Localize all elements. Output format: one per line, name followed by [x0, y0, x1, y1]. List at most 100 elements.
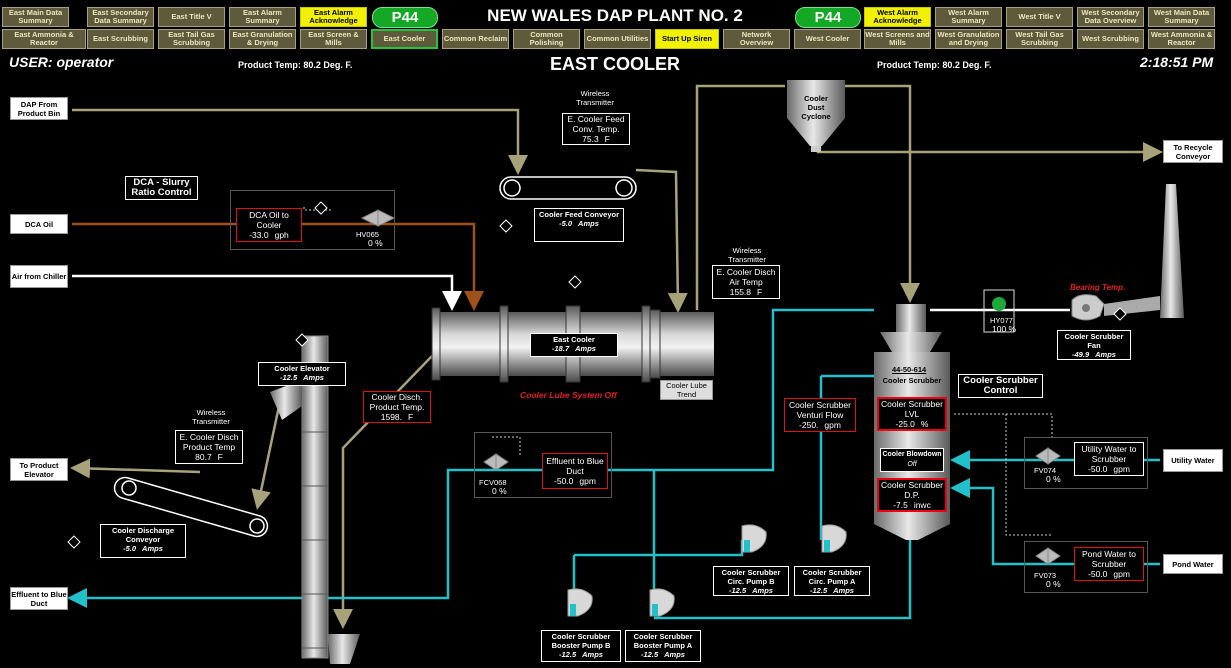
nav-network-overview[interactable]: Network Overview: [723, 29, 790, 49]
utility-value: -50.0: [1088, 464, 1108, 474]
scrubber-level-display[interactable]: Cooler Scrubber LVL -25.0%: [877, 397, 947, 431]
cooler-disch-product-temp-display[interactable]: Cooler Disch. Product Temp. 1598.F: [363, 391, 431, 423]
nav-common-reclaim[interactable]: Common Reclaim: [442, 29, 509, 49]
dca-oil-button[interactable]: DCA Oil: [10, 214, 68, 234]
feed-conveyor-unit: Amps: [578, 219, 599, 228]
effluent-panel: [474, 432, 612, 498]
pond-value: -50.0: [1088, 569, 1108, 579]
nav-east-secondary[interactable]: East Secondary Data Summary: [87, 7, 154, 27]
effluent-blue-duct-button[interactable]: Effluent to Blue Duct: [10, 587, 68, 610]
venturi-value: -250.: [799, 420, 819, 430]
boost-b-label: Cooler Scrubber Booster Pump B: [551, 632, 611, 650]
nav-east-screen[interactable]: East Screen & Mills: [300, 29, 367, 49]
nav-west-ammonia[interactable]: West Ammonia & Reactor: [1148, 29, 1215, 49]
feed-conveyor-value: -5.0: [559, 219, 573, 228]
scrubber-control-button[interactable]: Cooler Scrubber Control: [958, 374, 1043, 398]
boost-a-value: -12.5: [641, 650, 659, 659]
nav-east-titlev[interactable]: East Title V: [158, 7, 225, 27]
badge-p44-right[interactable]: P44: [795, 7, 861, 28]
nav-west-secondary[interactable]: West Secondary Data Overview: [1077, 7, 1144, 27]
nav-east-granulation[interactable]: East Granulation & Drying: [229, 29, 296, 49]
nav-west-scrubbing[interactable]: West Scrubbing: [1077, 29, 1144, 49]
circ-b-unit: Amps: [752, 586, 773, 595]
disch-air-label: E. Cooler Disch Air Temp: [716, 267, 776, 287]
scrubber-lvl-label: Cooler Scrubber LVL: [881, 399, 943, 419]
nav-east-alarm-ack[interactable]: East Alarm Acknowledge: [300, 7, 367, 27]
nav-west-main[interactable]: West Main Data Summary: [1148, 7, 1215, 27]
nav-common-utilities[interactable]: Common Utilities: [584, 29, 651, 49]
nav-east-tailgas[interactable]: East Tail Gas Scrubbing: [158, 29, 225, 49]
air-from-chiller-button[interactable]: Air from Chiller: [10, 265, 68, 288]
badge-p44-left[interactable]: P44: [372, 7, 438, 28]
venturi-flow-display[interactable]: Cooler Scrubber Venturi Flow -250.gpm: [784, 398, 856, 432]
hy077-percent: 100 %: [992, 324, 1017, 334]
booster-pump-b-display[interactable]: Cooler Scrubber Booster Pump B -12.5 Amps: [541, 630, 621, 662]
to-product-elevator-button[interactable]: To Product Elevator: [10, 458, 68, 481]
utility-label: Utility Water to Scrubber: [1081, 444, 1137, 464]
blowdown-button[interactable]: Cooler Blowdown Off: [880, 448, 944, 472]
cooler-lube-trend-button[interactable]: Cooler Lube Trend: [660, 380, 713, 400]
dca-oil-unit: gph: [274, 230, 289, 240]
scrubber-tag: 44-50-614: [892, 365, 927, 374]
nav-east-ammonia[interactable]: East Ammonia & Reactor: [2, 29, 86, 49]
disch-wt-label: E. Cooler Disch Product Temp: [179, 432, 239, 452]
fan-label: Cooler Scrubber Fan: [1064, 332, 1124, 350]
nav-west-alarm-summary[interactable]: West Alarm Summary: [935, 7, 1002, 27]
nav-east-scrubbing[interactable]: East Scrubbing: [87, 29, 154, 49]
effluent-label: Effluent to Blue Duct: [546, 456, 604, 476]
nav-east-alarm-summary[interactable]: East Alarm Summary: [229, 7, 296, 27]
elevator-label: Cooler Elevator: [274, 364, 330, 373]
scrubber-dp-label: Cooler Scrubber D.P.: [881, 480, 943, 500]
nav-west-granulation[interactable]: West Granulation and Drying: [935, 29, 1002, 49]
disch-wireless-label: Wireless Transmitter: [192, 408, 230, 426]
nav-west-titlev[interactable]: West Title V: [1006, 7, 1073, 27]
pond-water-button[interactable]: Pond Water: [1163, 554, 1223, 574]
hv065-tag: HV065: [356, 230, 379, 239]
dca-ratio-control-button[interactable]: DCA - Slurry Ratio Control: [125, 176, 198, 200]
fv074-tag: FV074: [1034, 466, 1057, 475]
fv073-percent: 0 %: [1046, 579, 1061, 589]
screen-title: EAST COOLER: [549, 54, 680, 74]
disch-conveyor-label: Cooler Discharge Conveyor: [111, 526, 175, 544]
fv073-tag: FV073: [1034, 571, 1057, 580]
nav-east-main[interactable]: East Main Data Summary: [2, 7, 69, 27]
disch-conveyor-value: -5.0: [123, 544, 137, 553]
dap-from-bin-button[interactable]: DAP From Product Bin: [10, 97, 68, 120]
scrubber-dp-value: -7.5: [893, 500, 908, 510]
nav-east-cooler[interactable]: East Cooler: [371, 29, 438, 49]
circ-b-value: -12.5: [729, 586, 747, 595]
nav-west-alarm-ack[interactable]: West Alarm Acknowledge: [864, 7, 931, 27]
fv074-percent: 0 %: [1046, 474, 1061, 484]
disch-wt-unit: F: [217, 452, 223, 462]
nav-common-polishing[interactable]: Common Polishing: [513, 29, 580, 49]
utility-water-button[interactable]: Utility Water: [1163, 449, 1223, 472]
nav-west-cooler[interactable]: West Cooler: [794, 29, 861, 49]
nav-startup-siren[interactable]: Start Up Siren: [655, 29, 719, 49]
boost-b-unit: Amps: [582, 650, 603, 659]
cooler-unit: Amps: [575, 344, 596, 353]
nav-west-screens[interactable]: West Screens and Mills: [864, 29, 931, 49]
boost-b-value: -12.5: [559, 650, 577, 659]
nav-west-tailgas[interactable]: West Tail Gas Scrubbing: [1006, 29, 1073, 49]
user-label: USER: operator: [9, 54, 114, 70]
fcv068-percent: 0 %: [492, 486, 507, 496]
to-recycle-conveyor-button[interactable]: To Recycle Conveyor: [1163, 140, 1223, 163]
disch-product-value: 1598.: [380, 412, 403, 422]
